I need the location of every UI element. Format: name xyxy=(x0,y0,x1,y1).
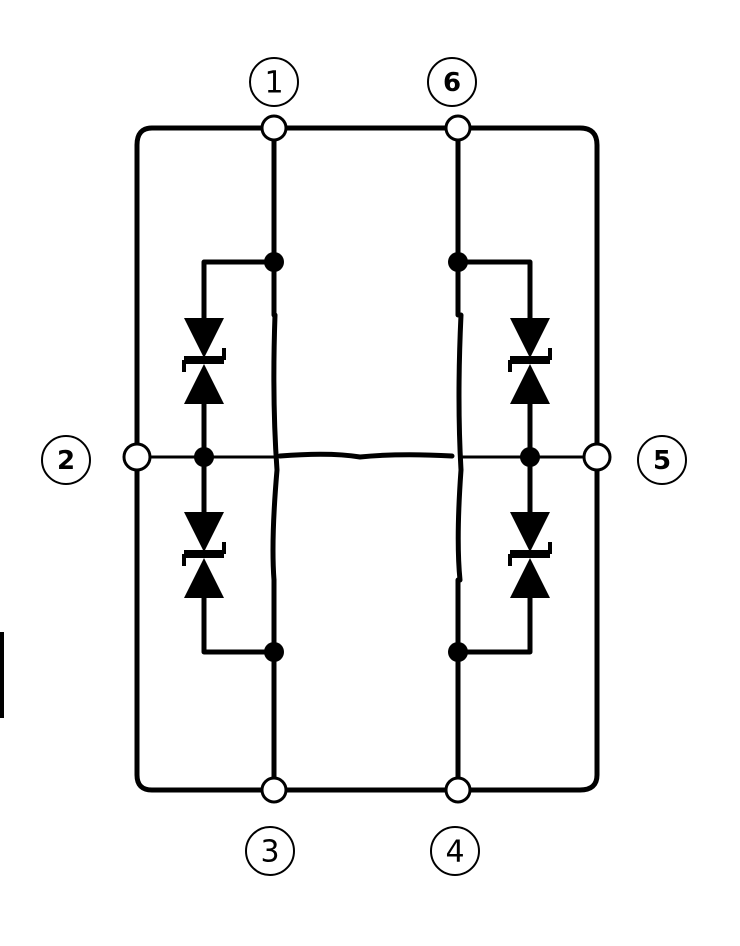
pin-6-terminal xyxy=(444,114,472,142)
right-bus-middle xyxy=(455,312,464,583)
left-lower-tvs-icon xyxy=(182,512,226,598)
junction-dot xyxy=(448,642,468,662)
pin-3-label-group: 3 xyxy=(245,826,295,876)
pin-2-label: 2 xyxy=(57,446,75,476)
right-branch-bottom xyxy=(455,595,533,655)
junction-dot xyxy=(194,447,214,467)
right-upper-tvs-icon xyxy=(508,318,552,404)
left-upper-tvs-icon xyxy=(182,318,226,404)
left-branch-bottom xyxy=(201,595,277,655)
pin-4-label-group: 4 xyxy=(430,826,480,876)
pin-6-label: 6 xyxy=(443,68,461,98)
middle-line-center xyxy=(277,451,455,460)
pin-1-terminal xyxy=(260,114,288,142)
outer-frame xyxy=(134,125,600,793)
pin-2-terminal xyxy=(122,442,152,472)
pin-2-label-group: 2 xyxy=(41,435,91,485)
pin-6-label-group: 6 xyxy=(427,57,477,107)
left-bus-middle xyxy=(270,312,280,583)
junction-dot xyxy=(520,447,540,467)
right-lower-tvs-icon xyxy=(508,512,552,598)
pin-5-terminal xyxy=(582,442,612,472)
pin-4-terminal xyxy=(444,776,472,804)
pin-3-terminal xyxy=(260,776,288,804)
junction-dot xyxy=(264,252,284,272)
right-branch-top xyxy=(455,259,533,321)
pin-1-label-group: 1 xyxy=(249,57,299,107)
junction-dot xyxy=(264,642,284,662)
pin-3-label: 3 xyxy=(260,835,279,870)
edge-mark xyxy=(0,632,4,718)
junction-dot xyxy=(448,252,468,272)
pin-5-label: 5 xyxy=(653,446,671,476)
pin-1-label: 1 xyxy=(264,66,283,101)
left-branch-top xyxy=(201,259,277,321)
pin-4-label: 4 xyxy=(445,835,464,870)
pin-5-label-group: 5 xyxy=(637,435,687,485)
